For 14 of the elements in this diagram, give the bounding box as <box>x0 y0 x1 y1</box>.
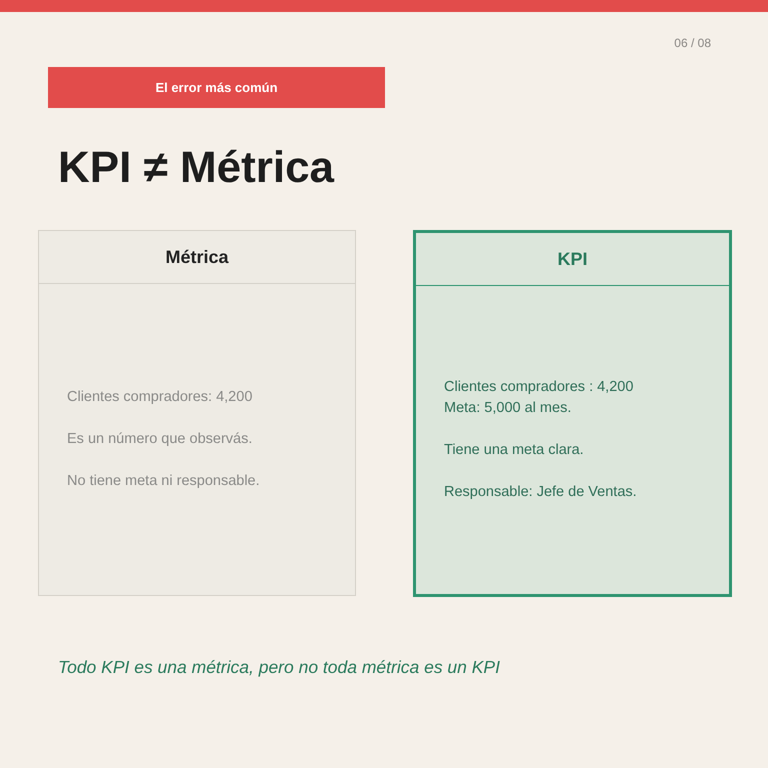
card-text: Responsable: Jefe de Ventas. <box>444 483 638 502</box>
card-text: No tiene meta ni responsable. <box>67 472 261 491</box>
card-text: Clientes compradores : 4,200 Meta: 5,000 al mes. <box>444 378 634 418</box>
comparison-card <box>413 230 732 597</box>
slide-title: KPI ≠ Métrica <box>58 142 334 194</box>
card-text: Clientes compradores: 4,200 <box>67 388 254 407</box>
card-heading: Métrica <box>165 246 229 268</box>
card-text: Es un número que observás. <box>67 430 254 449</box>
card-heading: KPI <box>557 248 588 270</box>
takeaway-caption: Todo KPI es una métrica, pero no toda métrica es un KPI <box>58 656 500 679</box>
comparison-card <box>38 230 356 596</box>
page-number: 06 / 08 <box>674 36 711 50</box>
card-text: Tiene una meta clara. <box>444 441 585 460</box>
section-tag: El error más común <box>48 67 385 108</box>
